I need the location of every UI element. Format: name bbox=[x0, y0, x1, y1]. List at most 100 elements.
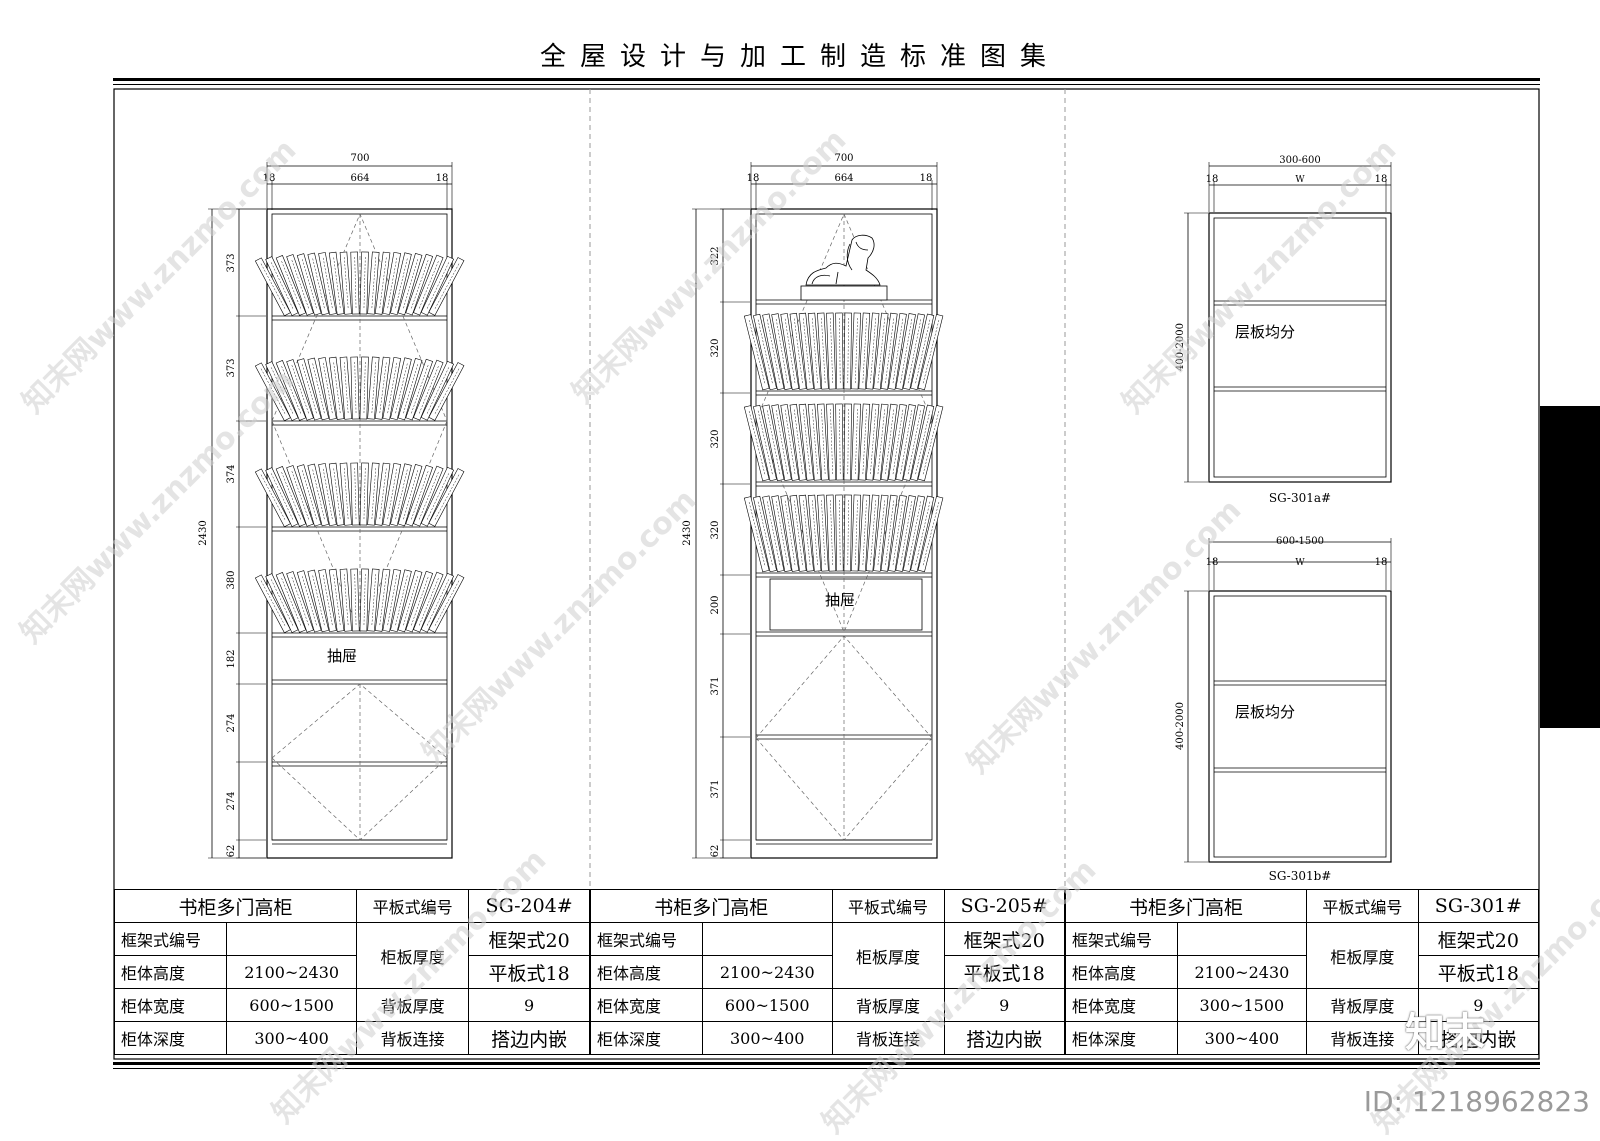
book bbox=[917, 313, 944, 391]
frame-code-label: 框架式编号 bbox=[590, 922, 703, 956]
bottom-rule-thin bbox=[113, 1068, 1540, 1069]
book bbox=[350, 462, 360, 526]
seg-5: 200 bbox=[710, 595, 721, 614]
book bbox=[275, 255, 307, 316]
book bbox=[888, 403, 907, 481]
cabinet-sg301b: 600-1500 18 W 18 400-2000 层板均分 SG-301b# bbox=[1175, 536, 1392, 883]
book-spine bbox=[877, 500, 885, 566]
book-spine bbox=[403, 576, 418, 626]
book-spine bbox=[260, 368, 286, 414]
book bbox=[265, 256, 299, 317]
dim-inner: 664 bbox=[834, 173, 853, 184]
depth-label: 柜体深度 bbox=[1065, 1021, 1178, 1055]
books bbox=[254, 251, 465, 634]
book bbox=[254, 362, 291, 422]
book-spine bbox=[892, 318, 904, 384]
book bbox=[865, 312, 880, 390]
book bbox=[374, 356, 391, 420]
code-label: 平板式编号 bbox=[1306, 889, 1419, 923]
book bbox=[428, 257, 465, 316]
book-spine bbox=[812, 409, 818, 475]
book bbox=[296, 253, 322, 316]
width-label: 柜体宽度 bbox=[1065, 988, 1178, 1022]
width-label: 柜体宽度 bbox=[590, 988, 703, 1022]
back-value: 9 bbox=[468, 988, 590, 1022]
book bbox=[917, 404, 944, 482]
book bbox=[865, 494, 880, 572]
book-spine bbox=[271, 473, 294, 520]
book-spine bbox=[757, 319, 773, 384]
book-spine bbox=[354, 574, 357, 626]
board-flat: 平板式18 bbox=[943, 955, 1065, 989]
book bbox=[753, 313, 777, 391]
dim-side-right: 18 bbox=[1375, 174, 1388, 185]
frame-code-label: 框架式编号 bbox=[1065, 922, 1178, 956]
book bbox=[413, 465, 444, 527]
book bbox=[843, 494, 852, 572]
book-spine bbox=[419, 578, 439, 626]
book bbox=[428, 362, 465, 421]
lion-sculpture bbox=[800, 234, 888, 301]
book bbox=[865, 403, 880, 481]
book-spine bbox=[387, 468, 397, 520]
book-spine bbox=[821, 318, 826, 384]
book bbox=[339, 251, 352, 315]
board-flat: 平板式18 bbox=[1417, 955, 1540, 989]
book bbox=[286, 254, 314, 316]
book-spine bbox=[855, 318, 858, 384]
book-spine bbox=[419, 366, 439, 414]
book-spine bbox=[312, 258, 325, 309]
book-spine bbox=[870, 318, 876, 384]
book-spine bbox=[803, 409, 811, 475]
book bbox=[789, 494, 807, 572]
seg-6: 371 bbox=[710, 676, 721, 695]
book bbox=[318, 357, 337, 421]
height-label: 柜体高度 bbox=[590, 955, 703, 989]
book-spine bbox=[379, 362, 387, 414]
seg-1: 322 bbox=[710, 246, 721, 265]
depth-value: 300~400 bbox=[1176, 1021, 1308, 1055]
book-spine bbox=[281, 366, 301, 414]
seg-8: 62 bbox=[226, 845, 237, 858]
book bbox=[780, 495, 800, 572]
book-spine bbox=[281, 472, 301, 520]
book bbox=[420, 255, 455, 316]
dim-side-right: 18 bbox=[436, 173, 449, 184]
book bbox=[328, 251, 345, 315]
book bbox=[826, 494, 837, 572]
book bbox=[413, 254, 444, 316]
height-value: 2100~2430 bbox=[226, 955, 358, 989]
frame-code-value bbox=[226, 922, 358, 956]
books bbox=[743, 312, 944, 573]
book-spine bbox=[877, 318, 885, 384]
book bbox=[254, 574, 291, 634]
book bbox=[858, 312, 871, 390]
book-spine bbox=[915, 410, 931, 475]
book bbox=[296, 358, 322, 421]
cabinet-sg204: 700 18 664 18 2430 373 373 374 380 182 2… bbox=[198, 153, 465, 859]
book-spine bbox=[907, 319, 922, 384]
conn-value: 搭边内嵌 bbox=[468, 1021, 590, 1055]
conn-label: 背板连接 bbox=[1306, 1021, 1419, 1055]
book-spine bbox=[411, 260, 429, 309]
book-spine bbox=[877, 409, 885, 475]
book-spine bbox=[794, 409, 803, 475]
book-spine bbox=[344, 362, 349, 414]
book bbox=[265, 573, 299, 634]
cabinet-label: SG-301b# bbox=[1269, 869, 1332, 883]
book bbox=[817, 312, 829, 390]
book bbox=[880, 403, 898, 481]
book bbox=[350, 356, 360, 420]
book-spine bbox=[855, 409, 858, 475]
book bbox=[307, 357, 330, 421]
book-spine bbox=[354, 362, 357, 414]
book bbox=[413, 359, 444, 421]
book bbox=[807, 494, 822, 572]
book-spine bbox=[907, 410, 922, 475]
book-spine bbox=[395, 575, 408, 626]
book bbox=[350, 251, 360, 315]
book-spine bbox=[323, 574, 333, 626]
book-spine bbox=[260, 580, 286, 626]
book bbox=[413, 571, 444, 633]
